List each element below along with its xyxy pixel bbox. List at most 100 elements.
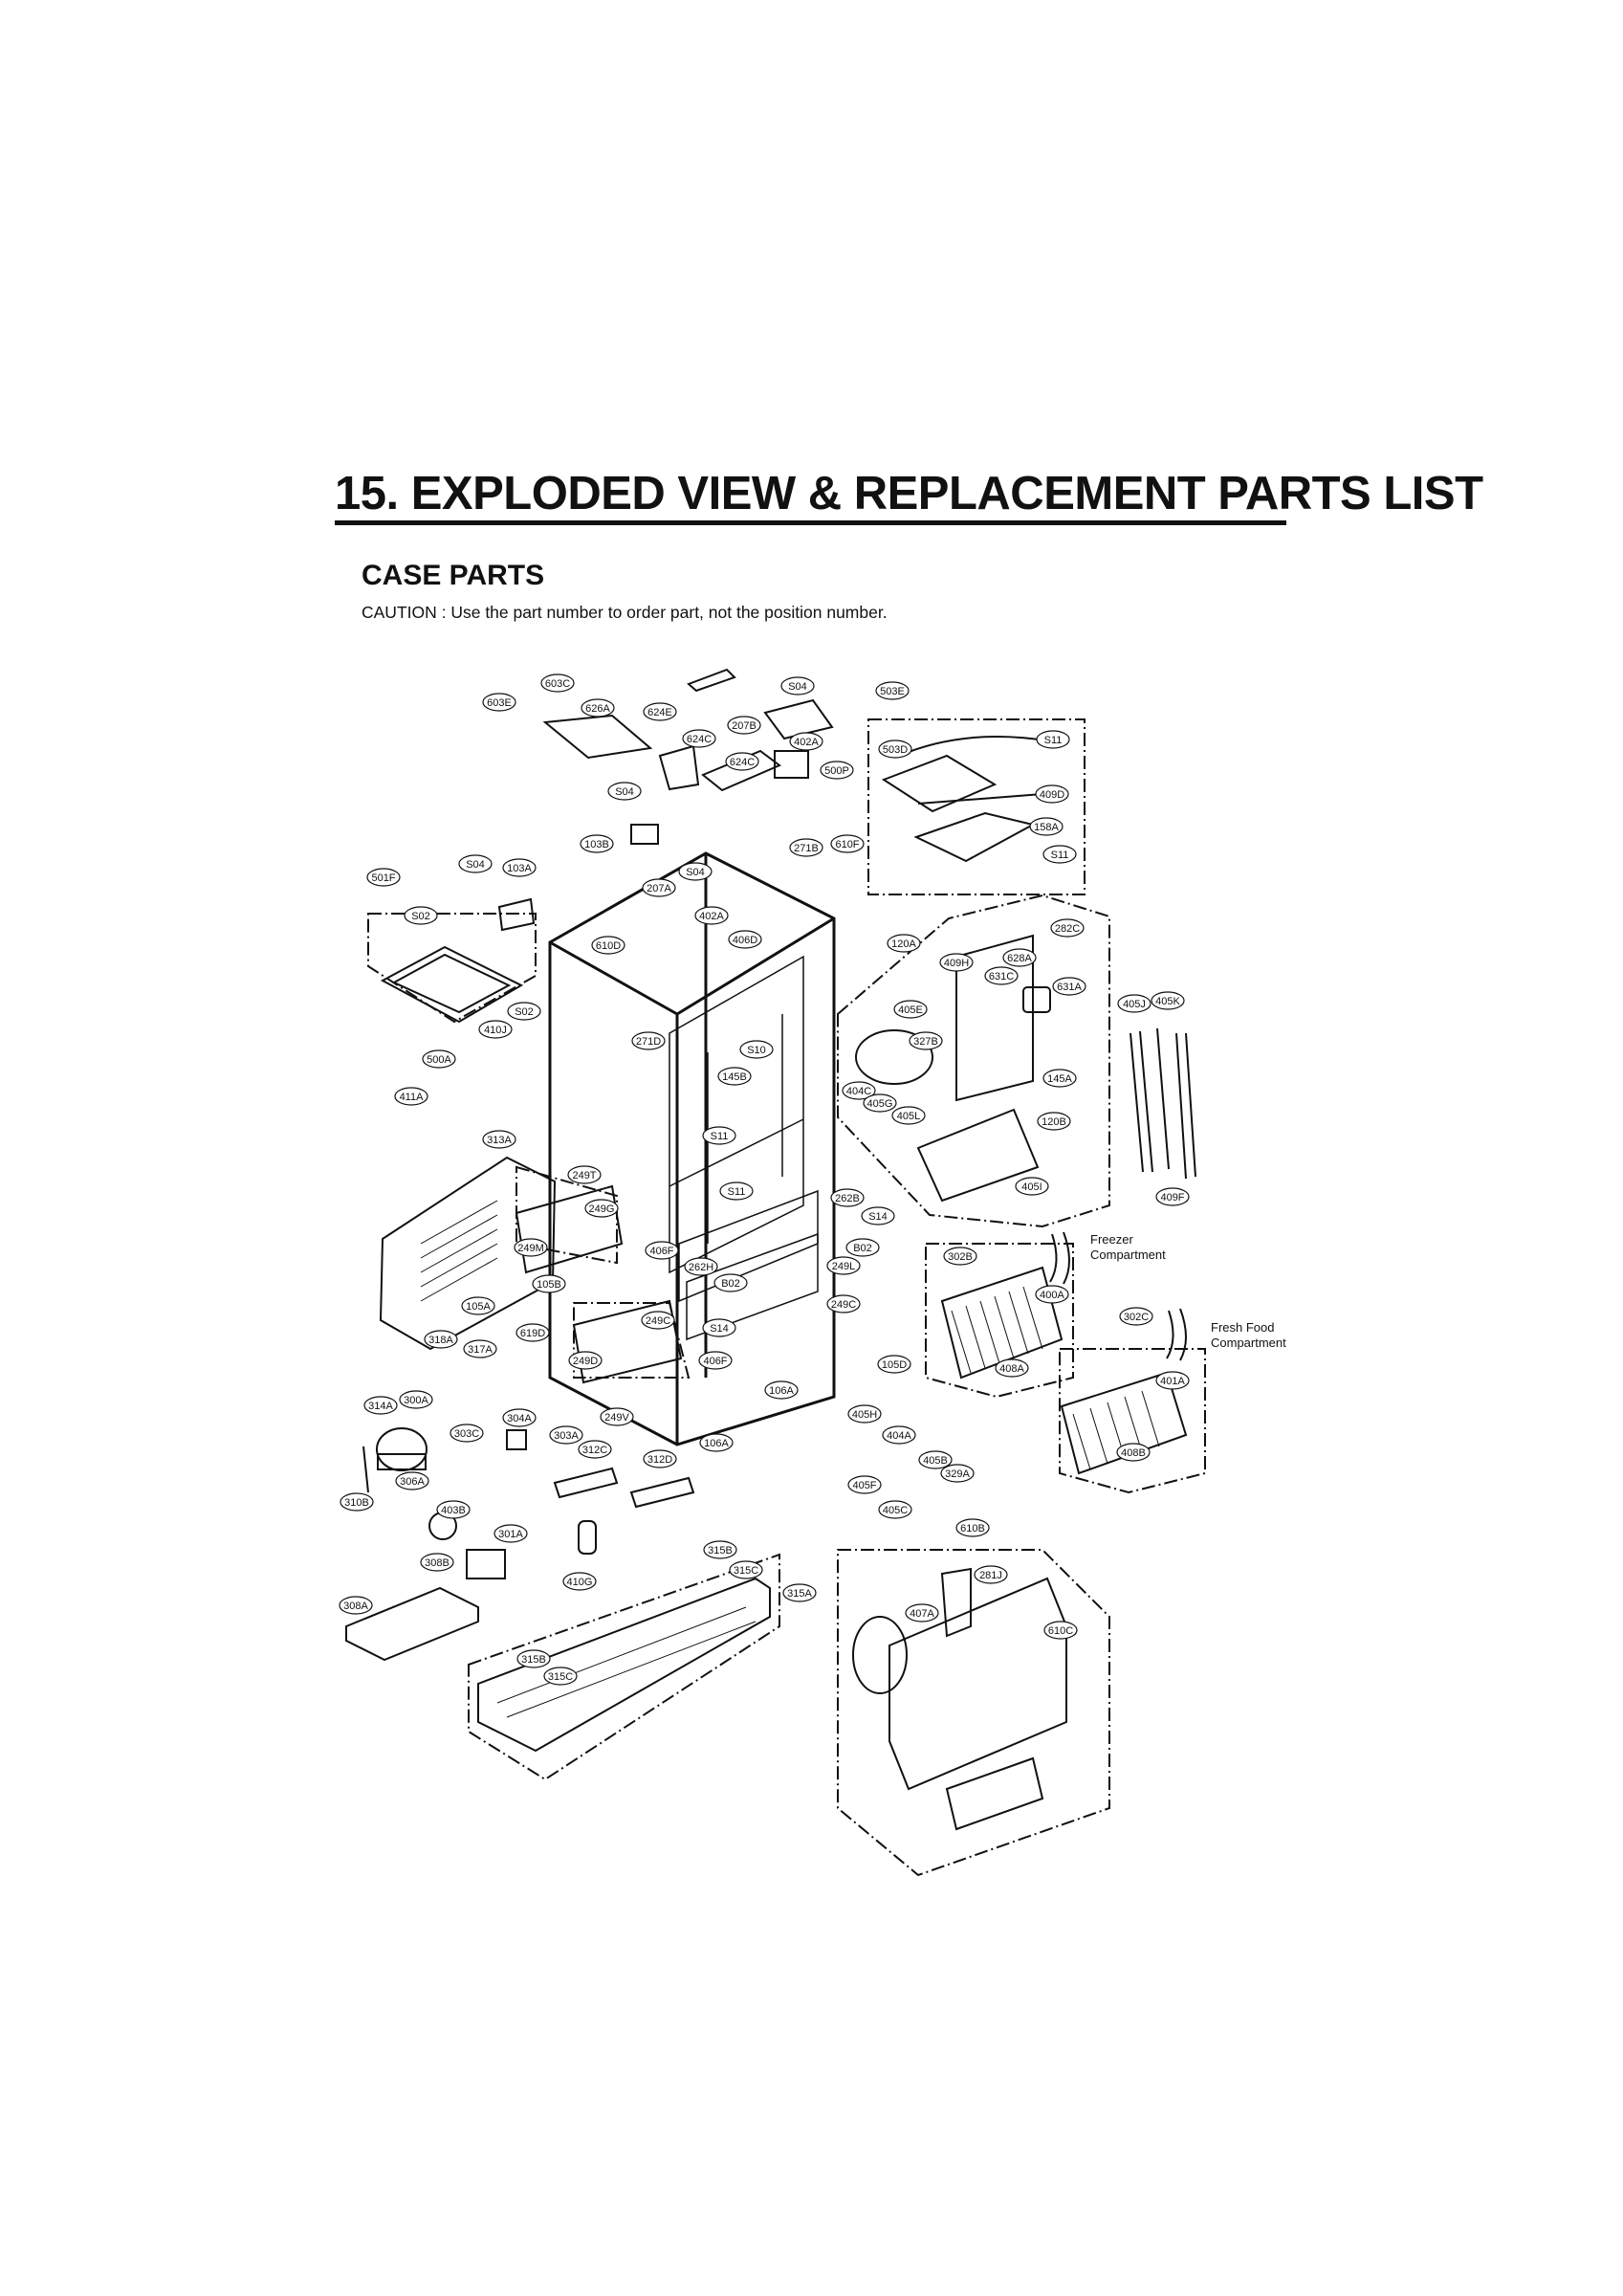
callout-bubble (877, 1355, 911, 1374)
callout-402a: 402A (789, 732, 823, 751)
callout-409d: 409D (1035, 784, 1069, 804)
callout-s14: S14 (861, 1206, 895, 1225)
callout-s04: S04 (458, 854, 493, 873)
callout-bubble (1151, 991, 1185, 1010)
callout-bubble (543, 1667, 578, 1686)
callout-bubble (532, 1274, 566, 1293)
group-boundary-top-right (867, 718, 1086, 895)
callout-bubble (395, 1471, 429, 1490)
callout-s11: S11 (1042, 845, 1077, 864)
callout-b02: B02 (713, 1273, 748, 1292)
callout-label: 103B (584, 839, 609, 850)
callout-271d: 271D (631, 1031, 666, 1050)
callout-bubble (789, 732, 823, 751)
callout-bubble (458, 854, 493, 873)
callout-label: 624C (730, 757, 755, 768)
callout-bubble (1042, 845, 1077, 864)
callout-label: S02 (411, 911, 430, 922)
callout-249d: 249D (568, 1351, 603, 1370)
callout-label: 401A (1160, 1376, 1185, 1387)
callout-bubble (1119, 1307, 1153, 1326)
callout-bubble (1029, 817, 1064, 836)
callout-303a: 303A (549, 1425, 583, 1445)
callout-bubble (584, 1199, 619, 1218)
callout-120b: 120B (1037, 1112, 1071, 1131)
callout-label: S14 (710, 1323, 729, 1335)
callout-label: S14 (868, 1211, 888, 1223)
callout-bubble (399, 1390, 433, 1409)
callout-label: 308A (343, 1601, 368, 1612)
callout-bubble (339, 1596, 373, 1615)
callout-bubble (830, 1188, 865, 1207)
callout-label: S11 (728, 1186, 746, 1198)
callout-label: 503D (883, 744, 908, 756)
callout-label: 407A (910, 1608, 934, 1620)
callout-bubble (515, 1323, 550, 1342)
callout-282c: 282C (1050, 918, 1085, 938)
callout-626a: 626A (581, 698, 615, 718)
callout-301a: 301A (493, 1524, 528, 1543)
callout-label: 501F (371, 872, 395, 884)
group-boundary-evaporator-fresh (1059, 1348, 1206, 1494)
callout-120a: 120A (887, 934, 921, 953)
callout-label: 410G (567, 1577, 593, 1588)
callout-label: S04 (466, 859, 485, 871)
callout-bubble (905, 1603, 939, 1623)
callout-b02: B02 (845, 1238, 880, 1257)
lower-door (852, 1567, 1067, 1831)
callout-label: 400A (1040, 1290, 1064, 1301)
callout-label: 631C (989, 971, 1014, 982)
callout-315b: 315B (703, 1540, 737, 1559)
callout-106a: 106A (764, 1380, 799, 1400)
callout-405h: 405H (847, 1404, 882, 1424)
callout-402a: 402A (694, 906, 729, 925)
callout-label: 301A (498, 1529, 523, 1540)
callout-315a: 315A (782, 1583, 817, 1602)
callout-406f: 406F (645, 1241, 679, 1260)
callout-bubble (847, 1404, 882, 1424)
callout-bubble (1155, 1187, 1190, 1206)
callout-bubble (694, 906, 729, 925)
callout-label: 312C (582, 1445, 607, 1456)
callout-bubble (826, 1256, 861, 1275)
callout-bubble (540, 673, 575, 693)
callout-label: 408B (1121, 1447, 1146, 1459)
callout-bubble (725, 752, 759, 771)
callout-302c: 302C (1119, 1307, 1153, 1326)
callout-410j: 410J (478, 1020, 513, 1039)
callout-bubble (1042, 1069, 1077, 1088)
callout-bubble (918, 1450, 953, 1469)
callout-bubble (702, 1318, 736, 1337)
callout-bubble (826, 1294, 861, 1314)
callout-label: 405E (898, 1004, 923, 1016)
callout-label: 405J (1123, 999, 1146, 1010)
callout-bubble (699, 1433, 734, 1452)
callout-s02: S02 (507, 1002, 541, 1021)
callout-label: 302B (948, 1251, 973, 1263)
callout-103a: 103A (502, 858, 537, 877)
callout-label: 282C (1055, 923, 1080, 935)
callout-label: 313A (487, 1135, 512, 1146)
callout-label: 405C (883, 1505, 908, 1516)
callout-s11: S11 (1036, 730, 1070, 749)
callout-249c: 249C (641, 1311, 675, 1330)
callout-308b: 308B (420, 1553, 454, 1572)
callout-bubble (739, 1040, 774, 1059)
callout-label: 405F (852, 1480, 876, 1491)
callout-bubble (882, 1425, 916, 1445)
callout-bubble (1116, 1443, 1151, 1462)
callout-label: 329A (945, 1468, 970, 1480)
callout-503e: 503E (875, 681, 910, 700)
callout-bubble (631, 1031, 666, 1050)
callout-label: 631A (1057, 982, 1082, 993)
callout-315c: 315C (543, 1667, 578, 1686)
callout-label: 304A (507, 1413, 532, 1424)
callout-label: S04 (615, 786, 634, 798)
callout-label: 405G (867, 1098, 893, 1110)
callout-label: 402A (794, 737, 819, 748)
callout-bubble (764, 1380, 799, 1400)
callout-249v: 249V (600, 1407, 634, 1426)
callout-label: 406D (733, 935, 757, 946)
callout-label: 271D (636, 1036, 661, 1048)
